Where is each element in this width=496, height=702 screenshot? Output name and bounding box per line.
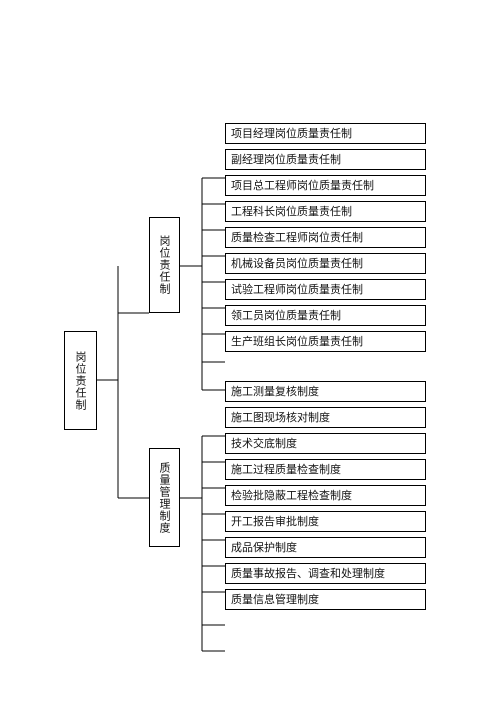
leaf-item: 生产班组长岗位质量责任制 [225,331,426,352]
leaf-item: 质量事故报告、调查和处理制度 [225,563,426,584]
leaf-item: 技术交底制度 [225,433,426,454]
root-label: 岗位责任制 [74,350,87,411]
leaf-item: 施工图现场核对制度 [225,407,426,428]
leaf-item: 领工员岗位质量责任制 [225,305,426,326]
leaf-item: 质量检查工程师岗位责任制 [225,227,426,248]
leaf-item: 项目经理岗位质量责任制 [225,123,426,144]
branch-label: 岗位责任制 [158,235,171,295]
leaf-item: 检验批隐蔽工程检查制度 [225,485,426,506]
branch-node-quality-management: 质量管理制度 [149,448,180,547]
leaf-item: 试验工程师岗位质量责任制 [225,279,426,300]
branch-label: 质量管理制度 [158,461,171,534]
leaf-item: 工程科长岗位质量责任制 [225,201,426,222]
leaf-item: 成品保护制度 [225,537,426,558]
leaf-item: 开工报告审批制度 [225,511,426,532]
leaf-item: 质量信息管理制度 [225,589,426,610]
leaf-item: 施工测量复核制度 [225,381,426,402]
leaf-item: 机械设备员岗位质量责任制 [225,253,426,274]
leaf-item: 项目总工程师岗位质量责任制 [225,175,426,196]
branch-node-responsibility: 岗位责任制 [149,217,180,313]
leaf-item: 副经理岗位质量责任制 [225,149,426,170]
leaf-item: 施工过程质量检查制度 [225,459,426,480]
root-node: 岗位责任制 [64,331,97,430]
